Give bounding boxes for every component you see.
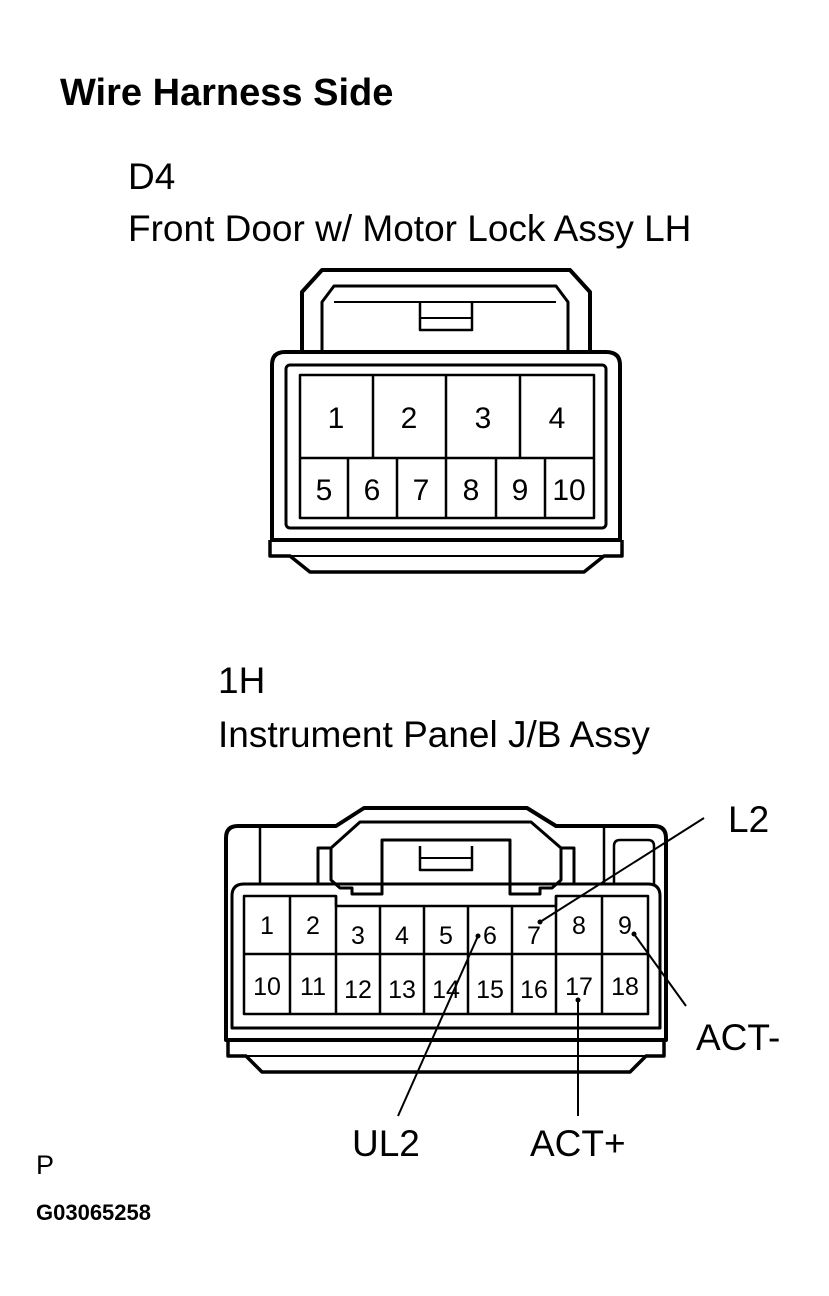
1h-pin-label: 13: [388, 976, 416, 1004]
1h-pin-label: 10: [253, 973, 281, 1001]
1h-pin-label: 8: [572, 912, 586, 940]
d4-pin-label: 2: [401, 402, 418, 435]
1h-pin-label: 18: [611, 973, 639, 1001]
d4-pin-label: 4: [549, 402, 566, 435]
leader-act-minus: [633, 933, 687, 1007]
connector-1h-code: 1H: [218, 660, 266, 701]
leader-dot-ul2: [475, 933, 481, 939]
leader-dot-act-minus: [631, 931, 637, 937]
1h-pin-label: 16: [520, 976, 548, 1004]
leader-dot-l2: [537, 919, 543, 925]
leader-ul2: [397, 935, 479, 1117]
callout-ul2: UL2: [352, 1123, 420, 1164]
1h-pin-label: 12: [344, 976, 372, 1004]
figure-id: G03065258: [36, 1200, 151, 1225]
1h-pin-label: 9: [618, 912, 632, 940]
1h-pin-label: 17: [565, 973, 593, 1001]
callout-l2: L2: [728, 799, 769, 840]
connector-d4-code: D4: [128, 156, 176, 197]
page-letter: P: [36, 1150, 55, 1180]
d4-pin-label: 9: [512, 474, 529, 507]
1h-pin-label: 6: [483, 922, 497, 950]
1h-pin-label: 7: [527, 922, 541, 950]
connector-d4-name: Front Door w/ Motor Lock Assy LH: [128, 208, 692, 249]
d4-pin-label: 10: [552, 474, 585, 507]
1h-pin-label: 5: [439, 922, 453, 950]
1h-pin-label: 4: [395, 922, 409, 950]
d4-pin-label: 1: [328, 402, 345, 435]
leader-dot-act-plus: [575, 997, 581, 1003]
d4-pin-label: 5: [316, 474, 333, 507]
heading: Wire Harness Side: [60, 72, 394, 114]
callout-act-minus: ACT-: [696, 1017, 780, 1058]
1h-pin-label: 1: [260, 912, 274, 940]
callout-act-plus: ACT+: [530, 1123, 626, 1164]
d4-pin-label: 3: [475, 402, 492, 435]
1h-pin-label: 11: [300, 973, 326, 1001]
1h-pin-label: 2: [306, 912, 320, 940]
d4-pin-label: 7: [413, 474, 430, 507]
d4-pin-label: 6: [364, 474, 381, 507]
leader-l2: [539, 817, 705, 923]
connector-1h-name: Instrument Panel J/B Assy: [218, 714, 650, 755]
1h-pin-label: 3: [351, 922, 365, 950]
1h-pin-label: 15: [476, 976, 504, 1004]
d4-pin-label: 8: [463, 474, 480, 507]
connector-d4-housing: [268, 268, 624, 574]
1h-pin-label: 14: [432, 976, 460, 1004]
